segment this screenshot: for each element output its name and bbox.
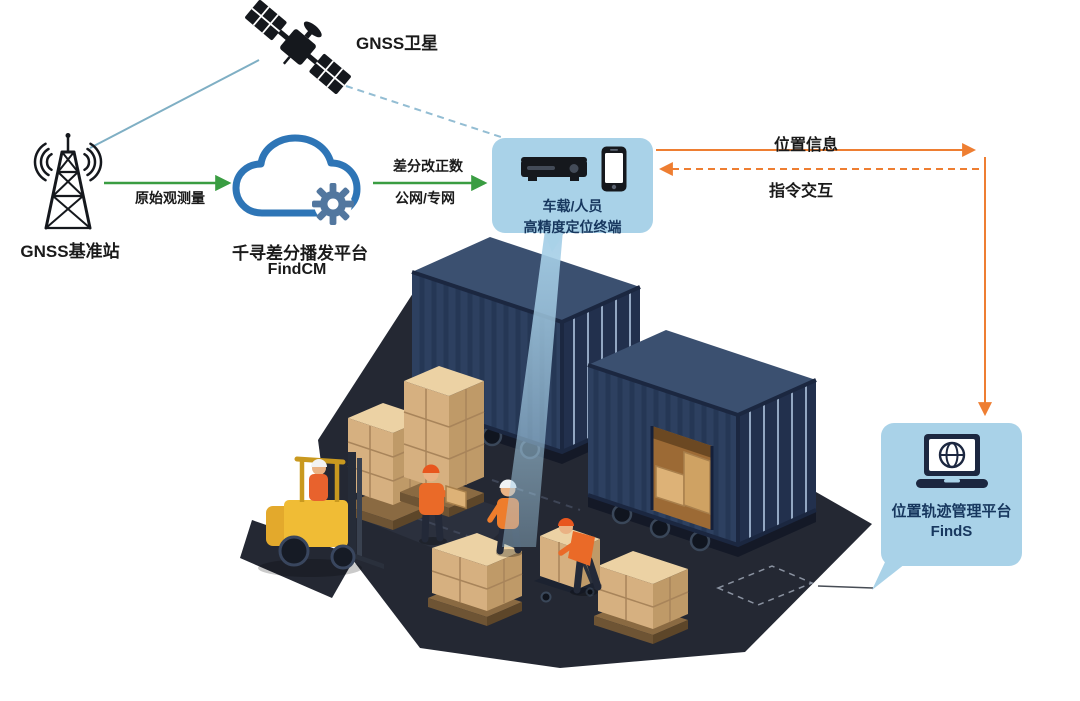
terminal-panel: 车载/人员 高精度定位终端 xyxy=(492,138,653,235)
satellite-label: GNSS卫星 xyxy=(356,34,439,53)
warehouse-scene xyxy=(240,237,872,668)
base-station-label: GNSS基准站 xyxy=(20,242,120,261)
finds-panel-tail xyxy=(872,560,910,590)
pallet-stack-icon xyxy=(428,533,523,626)
receiver-device-icon xyxy=(520,157,587,181)
satellite-icon xyxy=(245,0,351,94)
cloud-platform-product: FindCM xyxy=(267,261,327,278)
platform-callout-line xyxy=(817,585,874,589)
worker-icon xyxy=(419,464,467,545)
satellite-terminal-link xyxy=(345,85,505,139)
terminal-label-line2: 高精度定位终端 xyxy=(523,219,622,235)
raw-observation-label: 原始观测量 xyxy=(135,190,205,206)
pallet-stack-icon xyxy=(594,551,689,644)
laptop-globe-icon xyxy=(915,434,988,488)
driver-icon xyxy=(309,459,328,501)
finds-panel: 位置轨迹管理平台 FindS xyxy=(881,423,1022,566)
correction-label-line1: 差分改正数 xyxy=(393,158,463,174)
satellite-base-link xyxy=(89,59,260,149)
position-info-label: 位置信息 xyxy=(773,137,839,154)
link-lines xyxy=(89,59,992,589)
correction-label-line2: 公网/专网 xyxy=(395,190,455,206)
terminal-icons xyxy=(518,145,628,193)
cloud-platform-name: 千寻差分播发平台 xyxy=(232,244,368,263)
command-interaction-label: 指令交互 xyxy=(768,183,834,200)
finds-label-product: FindS xyxy=(930,523,973,540)
terminal-label-line1: 车载/人员 xyxy=(542,198,603,214)
finds-label-name: 位置轨迹管理平台 xyxy=(891,503,1012,520)
cloud-icon xyxy=(232,134,361,225)
positioning-beam xyxy=(502,230,563,547)
container-icon xyxy=(587,330,817,557)
base-station-icon xyxy=(33,133,103,230)
terminal-panel-tail xyxy=(543,228,567,252)
worker-icon xyxy=(558,518,602,596)
gear-icon xyxy=(312,183,354,225)
forklift-icon xyxy=(258,452,384,577)
parking-marking xyxy=(716,565,814,606)
smartphone-icon xyxy=(601,146,626,192)
